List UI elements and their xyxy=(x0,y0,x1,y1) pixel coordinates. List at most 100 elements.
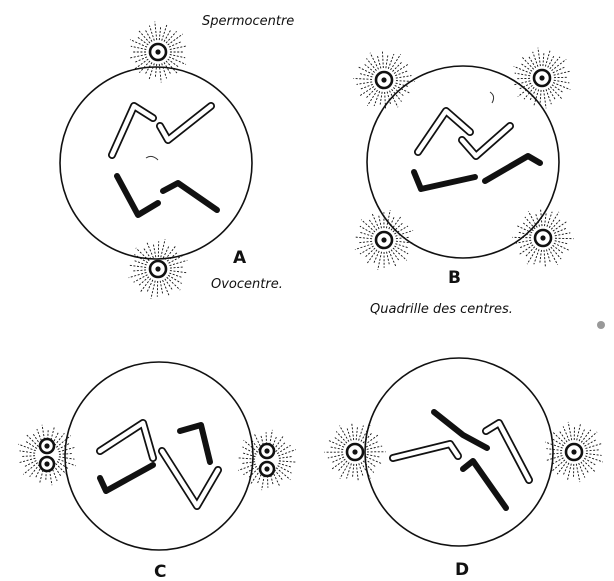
aster-ray xyxy=(396,76,412,78)
centriole-dot xyxy=(44,443,49,448)
aster-ray xyxy=(163,280,170,296)
speck-margin xyxy=(597,321,605,329)
aster-ray xyxy=(568,422,572,440)
aster-ray xyxy=(576,464,580,482)
aster-ray xyxy=(155,22,157,40)
aster-ray xyxy=(25,441,37,449)
aster-ray xyxy=(395,71,407,76)
aster-ray xyxy=(584,458,596,465)
aster-ray xyxy=(337,461,347,472)
aster-ray xyxy=(583,460,596,472)
aster-ray xyxy=(554,80,570,83)
aster-ray xyxy=(56,436,70,448)
aster-ray xyxy=(527,248,537,264)
aster-ray xyxy=(395,244,407,248)
aster-ray xyxy=(540,250,542,263)
aster-ray xyxy=(554,243,570,250)
aster-ray xyxy=(55,433,65,445)
aster-ray xyxy=(340,426,349,442)
aster-ray xyxy=(147,242,154,258)
aster-ray xyxy=(249,468,258,477)
aster-ray xyxy=(355,237,372,239)
spermocentre-label: Spermocentre xyxy=(202,14,294,29)
centriole-dot xyxy=(155,49,160,54)
aster-ray xyxy=(332,459,346,469)
aster-ray xyxy=(365,89,375,99)
aster-ray xyxy=(358,241,372,243)
chromosome-a-hollow-2 xyxy=(160,106,211,140)
aster-ray xyxy=(544,90,546,108)
aster-ray xyxy=(137,36,149,44)
aster-ray xyxy=(553,432,566,444)
aster-ray xyxy=(553,83,570,90)
aster-ray xyxy=(359,463,364,477)
aster-ray xyxy=(538,48,540,66)
centriole-dot xyxy=(44,461,49,466)
aster-ray xyxy=(132,270,146,271)
chromosome-d-hollow-2 xyxy=(486,423,529,480)
aster-ray xyxy=(567,464,571,481)
aster-ray xyxy=(279,461,296,462)
aster-ray xyxy=(274,469,283,480)
aster-ray xyxy=(552,59,567,70)
chromosome-a-solid-1 xyxy=(117,176,158,215)
chromosomes-d xyxy=(393,412,529,508)
aster-ray xyxy=(361,84,373,89)
aster-ray xyxy=(368,219,377,231)
aster-ray xyxy=(58,443,71,450)
aster-ray xyxy=(367,250,377,264)
aster-ray xyxy=(549,212,559,228)
aster-ray xyxy=(328,455,343,458)
aster-ray xyxy=(276,468,290,480)
centriole-dot xyxy=(571,449,576,454)
aster-ray xyxy=(586,450,599,451)
aster-ray xyxy=(143,247,151,259)
aster-ray xyxy=(386,210,390,228)
aster-ray xyxy=(579,463,585,478)
aster-ray xyxy=(363,432,373,443)
aster-ray xyxy=(585,456,603,462)
chromosome-c-solid-1 xyxy=(100,465,153,491)
aster-ray xyxy=(549,453,562,454)
aster-ray xyxy=(168,59,180,67)
aster-ray xyxy=(328,440,344,447)
aster-ray xyxy=(366,58,376,70)
aster-ray xyxy=(544,250,545,267)
centriole-dot xyxy=(540,235,545,240)
chromosome-b-solid-2 xyxy=(485,156,540,181)
centriole-dot xyxy=(264,448,269,453)
aster-ray xyxy=(518,85,533,96)
aster-ray xyxy=(360,87,374,96)
aster-ray xyxy=(545,213,547,226)
aster-ray xyxy=(170,271,187,273)
aster-ray xyxy=(170,267,184,268)
aster-ray xyxy=(279,463,291,467)
aster-ray xyxy=(386,55,388,68)
chromosome-d-solid-2 xyxy=(463,461,506,508)
centrosome-d-left xyxy=(324,423,385,481)
aster-ray xyxy=(393,248,407,260)
aster-ray xyxy=(551,219,561,229)
aster-ray xyxy=(164,30,171,41)
panel-label-b: B xyxy=(448,268,461,288)
chromosomes-b xyxy=(414,92,540,189)
aster-ray xyxy=(30,464,40,476)
aster-ray xyxy=(20,451,36,453)
aster-ray xyxy=(551,247,561,259)
aster-ray xyxy=(352,423,354,440)
panel-label-a: A xyxy=(233,248,247,268)
aster-ray xyxy=(554,71,571,75)
aster-ray xyxy=(167,277,181,290)
aster-ray xyxy=(146,30,153,41)
aster-ray xyxy=(129,54,146,58)
centriole-dot xyxy=(352,449,357,454)
aster-ray xyxy=(515,73,531,76)
aster-ray xyxy=(363,461,374,473)
centriole-dot xyxy=(381,77,386,82)
aster-ray xyxy=(367,446,382,449)
centriole-dot xyxy=(539,75,544,80)
aster-ray xyxy=(358,73,372,77)
aster-ray xyxy=(340,462,349,478)
cell-c xyxy=(65,362,253,550)
